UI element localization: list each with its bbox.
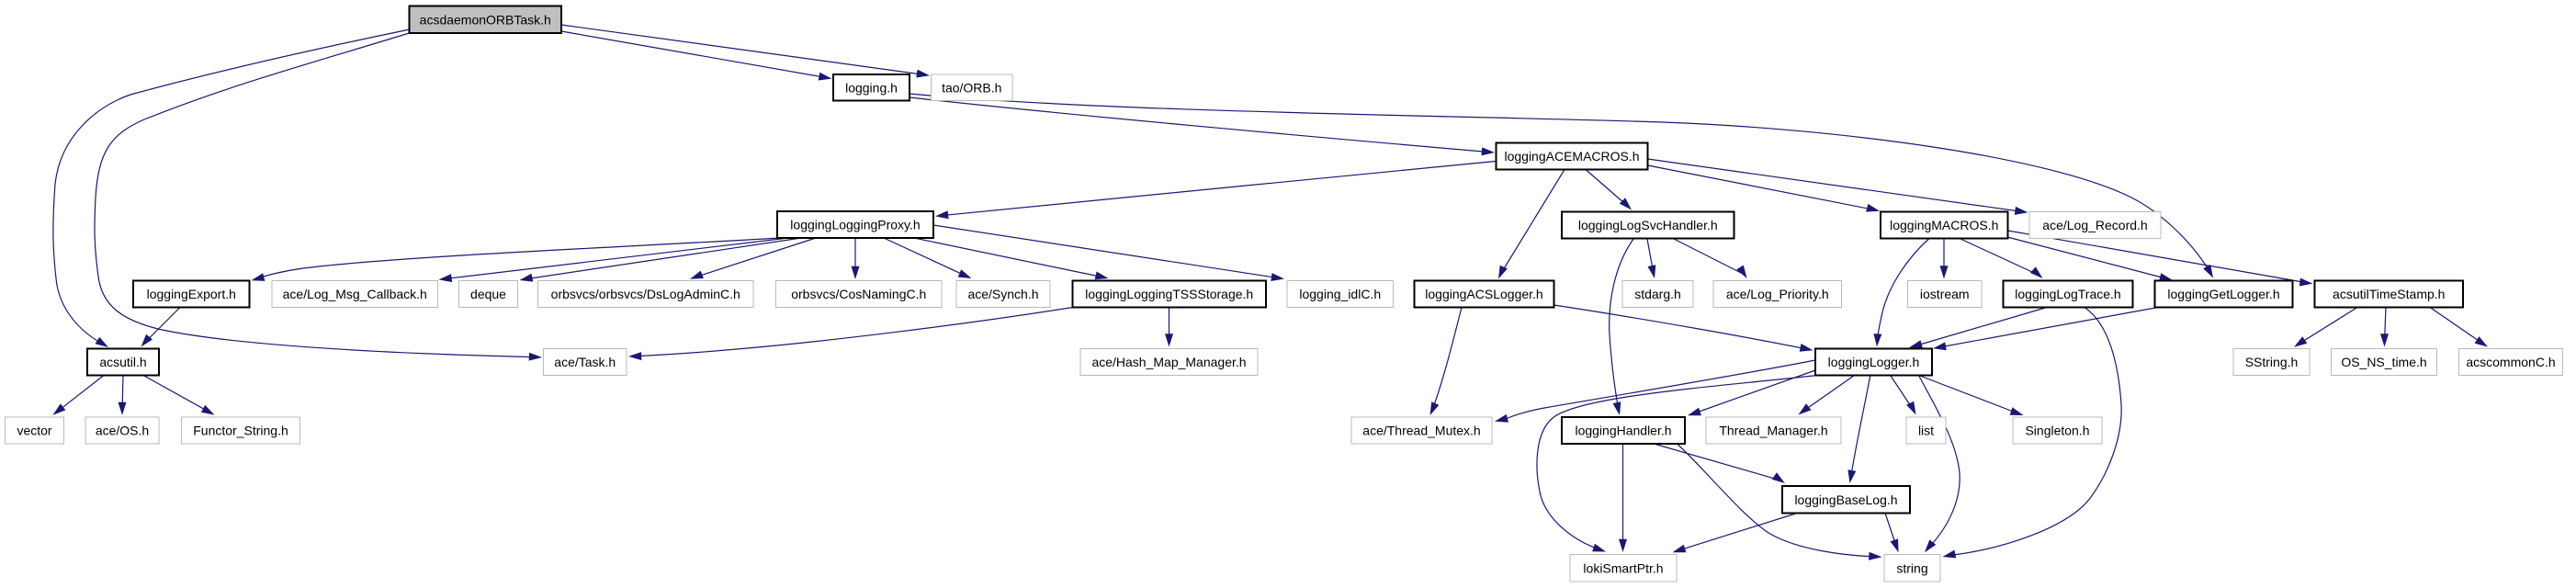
svg-text:ace/Log_Msg_Callback.h: ace/Log_Msg_Callback.h [283,287,427,301]
svg-text:logging_idlC.h: logging_idlC.h [1299,287,1381,301]
svg-text:orbsvcs/orbsvcs/DsLogAdminC.h: orbsvcs/orbsvcs/DsLogAdminC.h [551,287,740,301]
svg-text:Thread_Manager.h: Thread_Manager.h [1719,424,1827,438]
svg-text:loggingHandler.h: loggingHandler.h [1575,424,1671,438]
svg-text:loggingLoggingProxy.h: loggingLoggingProxy.h [790,218,920,232]
svg-text:lokiSmartPtr.h: lokiSmartPtr.h [1583,560,1663,575]
svg-text:loggingMACROS.h: loggingMACROS.h [1890,218,1998,232]
svg-text:loggingACSLogger.h: loggingACSLogger.h [1425,287,1542,301]
svg-text:tao/ORB.h: tao/ORB.h [942,80,1001,95]
svg-text:Functor_String.h: Functor_String.h [193,424,288,438]
svg-text:ace/OS.h: ace/OS.h [96,424,149,438]
svg-text:ace/Task.h: ace/Task.h [554,355,616,369]
svg-text:Singleton.h: Singleton.h [2025,424,2089,438]
svg-text:loggingLogTrace.h: loggingLogTrace.h [2015,287,2120,301]
svg-text:loggingExport.h: loggingExport.h [147,287,236,301]
svg-text:SString.h: SString.h [2245,355,2299,369]
svg-text:ace/Hash_Map_Manager.h: ace/Hash_Map_Manager.h [1091,355,1246,369]
svg-text:string: string [1896,560,1927,575]
svg-text:stdarg.h: stdarg.h [1634,287,1681,301]
svg-text:vector: vector [17,424,51,438]
svg-text:acscommonC.h: acscommonC.h [2466,355,2555,369]
svg-text:OS_NS_time.h: OS_NS_time.h [2341,355,2426,369]
svg-text:acsutil.h: acsutil.h [99,355,146,369]
svg-text:ace/Log_Record.h: ace/Log_Record.h [2042,218,2147,232]
svg-text:acsutilTimeStamp.h: acsutilTimeStamp.h [2333,287,2445,301]
svg-text:orbsvcs/CosNamingC.h: orbsvcs/CosNamingC.h [791,287,926,301]
svg-text:loggingGetLogger.h: loggingGetLogger.h [2167,287,2279,301]
svg-text:loggingBaseLog.h: loggingBaseLog.h [1794,492,1897,507]
svg-text:logging.h: logging.h [845,80,898,95]
svg-text:deque: deque [470,287,506,301]
svg-text:list: list [1918,424,1934,438]
svg-text:ace/Log_Priority.h: ace/Log_Priority.h [1726,287,1829,301]
svg-text:loggingLogSvcHandler.h: loggingLogSvcHandler.h [1578,218,1718,232]
svg-text:loggingLoggingTSSStorage.h: loggingLoggingTSSStorage.h [1085,287,1253,301]
svg-text:acsdaemonORBTask.h: acsdaemonORBTask.h [420,12,551,27]
svg-text:ace/Synch.h: ace/Synch.h [967,287,1038,301]
svg-text:iostream: iostream [1920,287,1970,301]
svg-text:ace/Thread_Mutex.h: ace/Thread_Mutex.h [1362,424,1480,438]
svg-text:loggingACEMACROS.h: loggingACEMACROS.h [1504,149,1639,164]
svg-text:loggingLogger.h: loggingLogger.h [1828,355,1920,369]
